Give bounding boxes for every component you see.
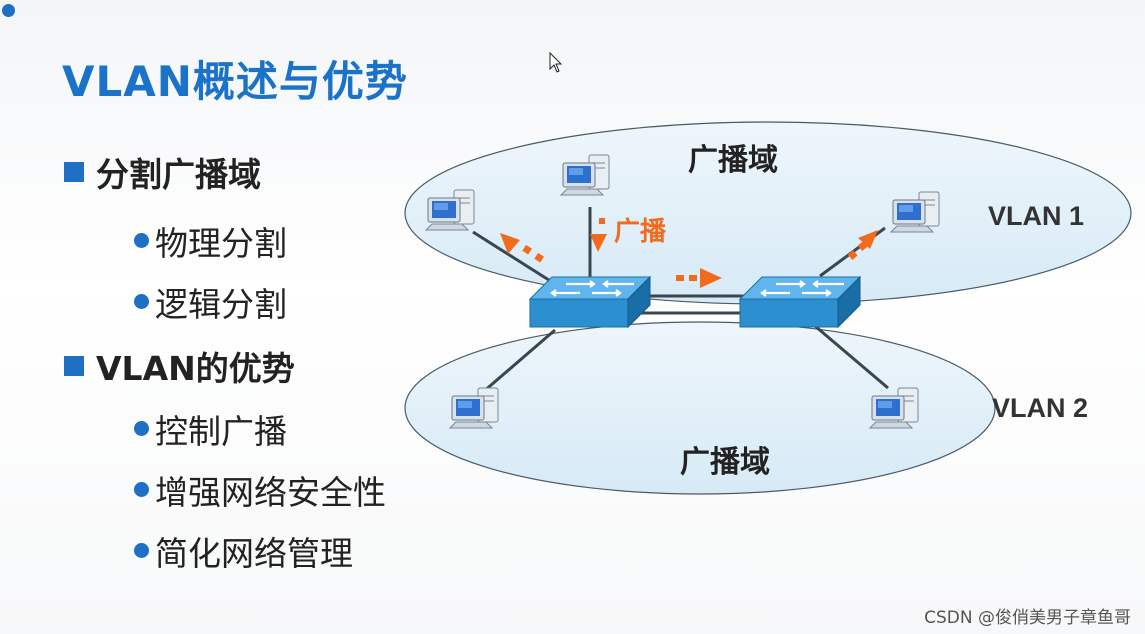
bullet-item-label: 控制广播	[155, 411, 287, 451]
bullet-heading-label: VLAN的优势	[96, 349, 295, 388]
square-bullet-icon	[64, 162, 84, 182]
bullet-item-logical-split: 逻辑分割	[64, 271, 386, 332]
dot-bullet-icon	[134, 482, 149, 497]
dot-bullet-icon	[134, 233, 149, 248]
vlan2-label: VLAN 2	[992, 393, 1088, 423]
dot-bullet-icon	[134, 294, 149, 309]
dot-bullet-icon	[134, 543, 149, 558]
corner-bullet-dot	[2, 4, 15, 17]
vlan1-label: VLAN 1	[988, 201, 1084, 231]
square-bullet-icon	[64, 356, 84, 376]
csdn-watermark: CSDN @俊俏美男子章鱼哥	[924, 608, 1131, 628]
bullet-heading-label: 分割广播域	[96, 155, 261, 194]
bullet-list: 分割广播域 物理分割 逻辑分割 VLAN的优势 控制广播 增强网络安全性 简化网…	[64, 148, 386, 581]
dot-bullet-icon	[134, 421, 149, 436]
bullet-item-management: 简化网络管理	[64, 520, 386, 581]
broadcast-arrows	[500, 218, 878, 288]
bullet-item-security: 增强网络安全性	[64, 459, 386, 520]
bullet-heading-split-broadcast: 分割广播域	[64, 148, 386, 196]
top-broadcast-domain-label: 广播域	[688, 143, 778, 178]
bullet-item-control-broadcast: 控制广播	[64, 398, 386, 459]
slide-title: VLAN概述与优势	[62, 57, 408, 106]
bottom-broadcast-domain-label: 广播域	[680, 445, 770, 480]
switch-right-icon	[738, 275, 862, 329]
bullet-heading-vlan-advantages: VLAN的优势	[64, 342, 386, 390]
bullet-item-label: 简化网络管理	[155, 533, 353, 573]
switch-left-icon	[528, 275, 652, 329]
bullet-item-label: 增强网络安全性	[155, 472, 386, 512]
bullet-item-label: 逻辑分割	[155, 284, 287, 324]
mouse-cursor-icon	[549, 52, 563, 73]
bullet-item-physical-split: 物理分割	[64, 210, 386, 271]
vlan2-broadcast-domain-ellipse	[404, 321, 996, 495]
broadcast-label: 广播	[614, 217, 667, 247]
bullet-item-label: 物理分割	[155, 223, 287, 263]
